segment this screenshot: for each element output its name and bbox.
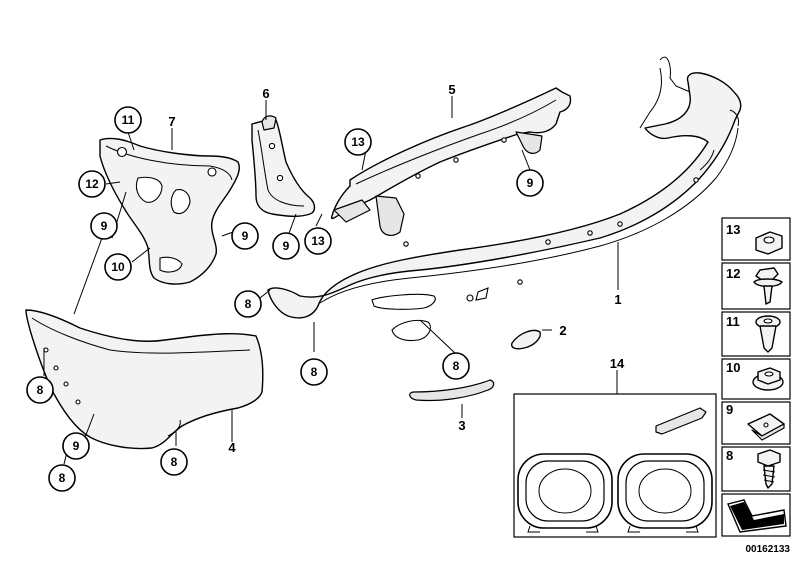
clip-nut-icon — [747, 413, 785, 441]
svg-text:8: 8 — [311, 365, 318, 379]
leader-lines — [43, 131, 619, 465]
svg-text:8: 8 — [37, 383, 44, 397]
callout-8: 8 — [26, 376, 54, 404]
bumper-carrier[interactable] — [330, 87, 572, 236]
callout-8: 8 — [300, 358, 328, 386]
legend-item-seal[interactable] — [721, 493, 791, 537]
svg-text:11: 11 — [726, 314, 740, 329]
callout-9: 9 — [516, 169, 544, 197]
guide-bracket[interactable] — [251, 100, 316, 217]
svg-text:8: 8 — [726, 448, 733, 463]
callout-12: 12 — [78, 170, 106, 198]
svg-text:10: 10 — [726, 360, 740, 375]
nut-icon — [755, 231, 783, 255]
callout-8: 8 — [234, 290, 262, 318]
legend-item-8[interactable]: 8 — [721, 446, 791, 492]
svg-text:13: 13 — [351, 135, 365, 149]
svg-text:8: 8 — [59, 471, 66, 485]
callout-10: 10 — [104, 253, 132, 281]
svg-text:12: 12 — [85, 177, 99, 191]
callout-9: 9 — [62, 432, 90, 460]
svg-text:9: 9 — [73, 439, 80, 453]
callout-9: 9 — [231, 222, 259, 250]
legend-item-10[interactable]: 10 — [721, 358, 791, 400]
exhaust-frame-right[interactable] — [617, 453, 713, 533]
svg-text:8: 8 — [245, 297, 252, 311]
exhaust-frame-left[interactable] — [517, 453, 613, 533]
label-part-1: 1 — [614, 292, 621, 307]
side-bracket[interactable] — [99, 128, 240, 285]
svg-text:9: 9 — [101, 219, 108, 233]
svg-text:8: 8 — [453, 359, 460, 373]
svg-text:9: 9 — [527, 176, 534, 190]
callout-8: 8 — [48, 464, 76, 492]
callout-9: 9 — [90, 212, 118, 240]
label-part-4: 4 — [228, 440, 236, 455]
svg-text:9: 9 — [242, 229, 249, 243]
svg-text:10: 10 — [111, 260, 125, 274]
exhaust-trim-group[interactable] — [513, 393, 717, 538]
callout-11: 11 — [114, 106, 142, 134]
bumper-side-section[interactable] — [25, 309, 264, 450]
label-part-2: 2 — [559, 323, 566, 338]
bumper-trim-panel[interactable] — [267, 56, 742, 342]
label-part-5: 5 — [448, 82, 455, 97]
callout-9: 9 — [272, 232, 300, 260]
label-part-14: 14 — [610, 356, 625, 371]
legend-item-11[interactable]: 11 — [721, 311, 791, 357]
label-part-7: 7 — [168, 114, 175, 129]
label-part-3: 3 — [458, 418, 465, 433]
svg-text:13: 13 — [311, 234, 325, 248]
svg-text:9: 9 — [283, 239, 290, 253]
fastener-legend: 13 12 11 10 — [721, 217, 791, 537]
tow-hook-cover[interactable] — [510, 329, 552, 350]
callout-8: 8 — [442, 352, 470, 380]
seal-strip-icon — [727, 499, 787, 533]
flange-nut-icon — [752, 367, 784, 391]
svg-text:9: 9 — [726, 402, 733, 417]
svg-text:13: 13 — [726, 222, 740, 237]
diagram-code: 00162133 — [746, 544, 791, 555]
rear-reflector[interactable] — [409, 379, 495, 418]
screw-icon — [753, 267, 783, 305]
legend-item-12[interactable]: 12 — [721, 262, 791, 310]
svg-text:8: 8 — [171, 455, 178, 469]
label-part-6: 6 — [262, 86, 269, 101]
expanding-rivet-icon — [755, 315, 781, 353]
callout-13: 13 — [304, 227, 332, 255]
callout-8: 8 — [160, 448, 188, 476]
legend-item-13[interactable]: 13 — [721, 217, 791, 261]
svg-text:12: 12 — [726, 266, 740, 281]
svg-text:11: 11 — [122, 113, 135, 127]
legend-item-9[interactable]: 9 — [721, 401, 791, 445]
callout-13: 13 — [344, 128, 372, 156]
self-tapping-screw-icon — [757, 449, 781, 489]
